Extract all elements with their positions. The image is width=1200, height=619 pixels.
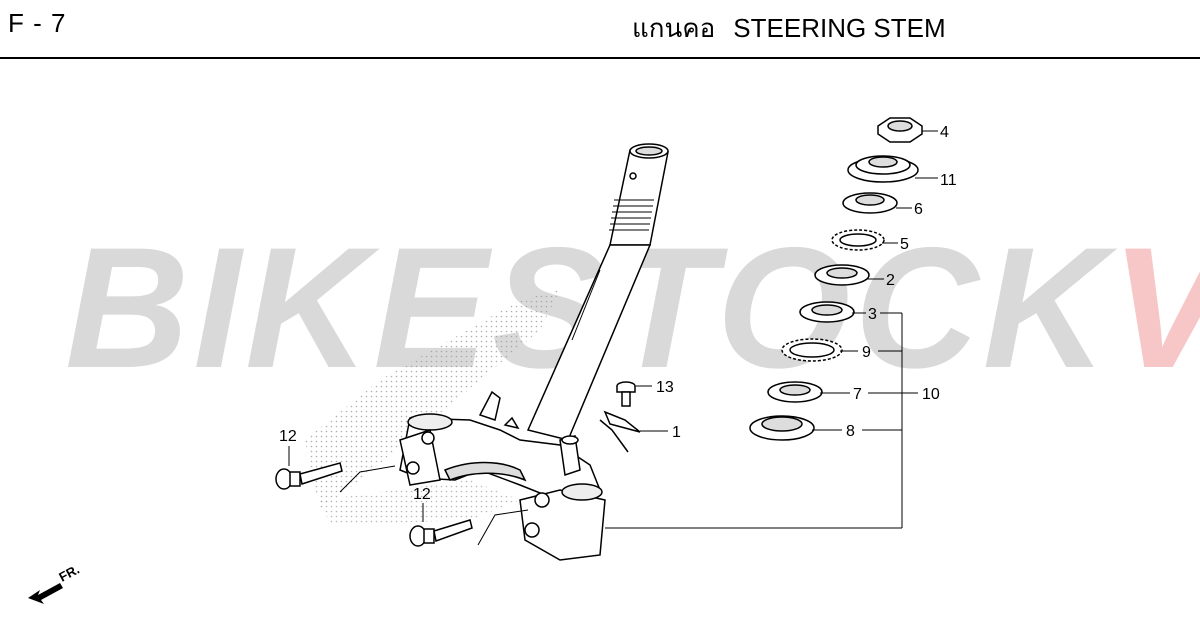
leader-lines [288, 130, 938, 546]
callout-6: 6 [914, 201, 923, 218]
cotter-pin [599, 410, 641, 453]
callout-11: 11 [940, 172, 957, 189]
watermark-vn: VN [1111, 212, 1200, 404]
callout-9: 9 [862, 344, 871, 361]
callout-12-lower: 12 [413, 486, 431, 503]
callout-7: 7 [853, 386, 862, 403]
steering-stem [526, 143, 669, 441]
stippled-logo [305, 290, 560, 525]
bolt-12-upper [275, 462, 343, 490]
bearing-stack [749, 117, 923, 441]
callout-8: 8 [846, 423, 855, 440]
front-label: FR. [56, 562, 82, 585]
callout-2: 2 [886, 272, 895, 289]
bolt-12-lower [409, 519, 473, 547]
callout-labels: 4 11 6 5 2 3 9 7 10 8 13 1 12 12 [279, 124, 957, 503]
callout-5: 5 [900, 236, 909, 253]
callout-13: 13 [656, 379, 674, 396]
page-code: F - 7 [8, 8, 67, 38]
callout-1: 1 [672, 424, 681, 441]
stem-bracket [399, 390, 606, 561]
title-english: STEERING STEM [733, 13, 946, 43]
page-title: แกนคอ STEERING STEM [632, 8, 946, 49]
callout-4: 4 [940, 124, 949, 141]
bolt-13 [616, 381, 636, 407]
callout-12-upper: 12 [279, 428, 297, 445]
callout-10: 10 [922, 386, 940, 403]
title-thai: แกนคอ [632, 13, 716, 43]
callout-3: 3 [868, 306, 877, 323]
front-direction-indicator: FR. [28, 562, 82, 604]
header-divider [0, 57, 1200, 59]
front-arrow-icon [28, 583, 63, 604]
